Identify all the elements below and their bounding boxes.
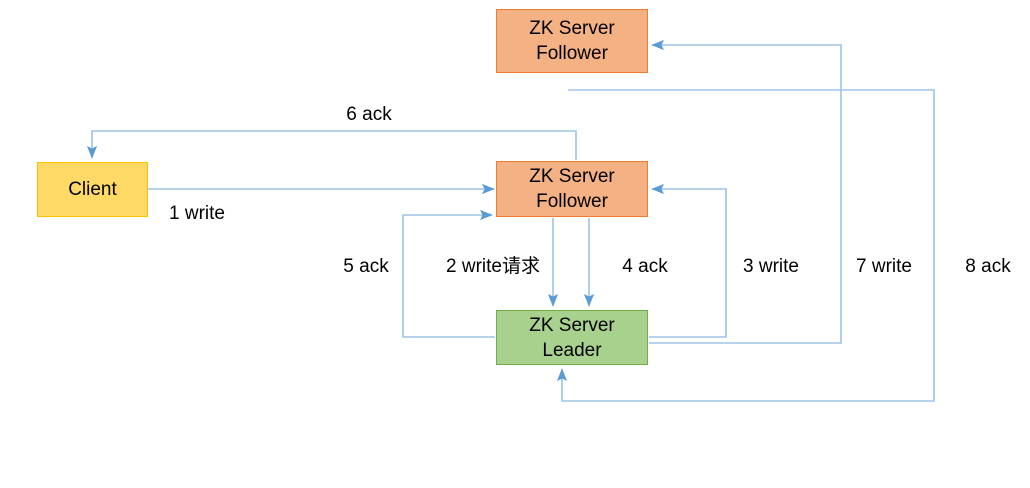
node-label-line2: Leader bbox=[542, 339, 602, 361]
node-client[interactable]: Client bbox=[37, 162, 148, 217]
edge-5-ack bbox=[402, 209, 495, 338]
node-label-line1: ZK Server bbox=[529, 314, 615, 336]
edge-6-ack bbox=[86, 130, 577, 160]
edge-label-8-ack: 8 ack bbox=[965, 256, 1011, 277]
edge-label-5-ack: 5 ack bbox=[343, 256, 389, 277]
edge-label-4-ack: 4 ack bbox=[622, 256, 668, 277]
edge-label-1-write: 1 write bbox=[169, 203, 225, 224]
node-label-line1: ZK Server bbox=[529, 166, 615, 187]
node-label-line2: Follower bbox=[536, 43, 608, 64]
node-label-line1: ZK Server bbox=[529, 18, 615, 39]
node-label-line1: Client bbox=[68, 179, 117, 200]
edge-label-3-write: 3 write bbox=[743, 256, 799, 277]
edge-3-write bbox=[649, 183, 727, 338]
edge-label-6-ack: 6 ack bbox=[346, 104, 392, 125]
node-follower-top[interactable]: ZK Server Follower bbox=[496, 9, 648, 73]
node-follower-mid[interactable]: ZK Server Follower bbox=[496, 161, 648, 217]
edge-label-2-write-request: 2 write请求 bbox=[446, 256, 540, 277]
edge-label-7-write: 7 write bbox=[856, 256, 912, 277]
node-leader[interactable]: ZK Server Leader bbox=[496, 310, 648, 365]
node-label-line2: Follower bbox=[536, 191, 608, 212]
edge-7-write bbox=[649, 39, 842, 344]
edge-path-group bbox=[86, 39, 935, 402]
edge-8-ack bbox=[556, 89, 935, 402]
